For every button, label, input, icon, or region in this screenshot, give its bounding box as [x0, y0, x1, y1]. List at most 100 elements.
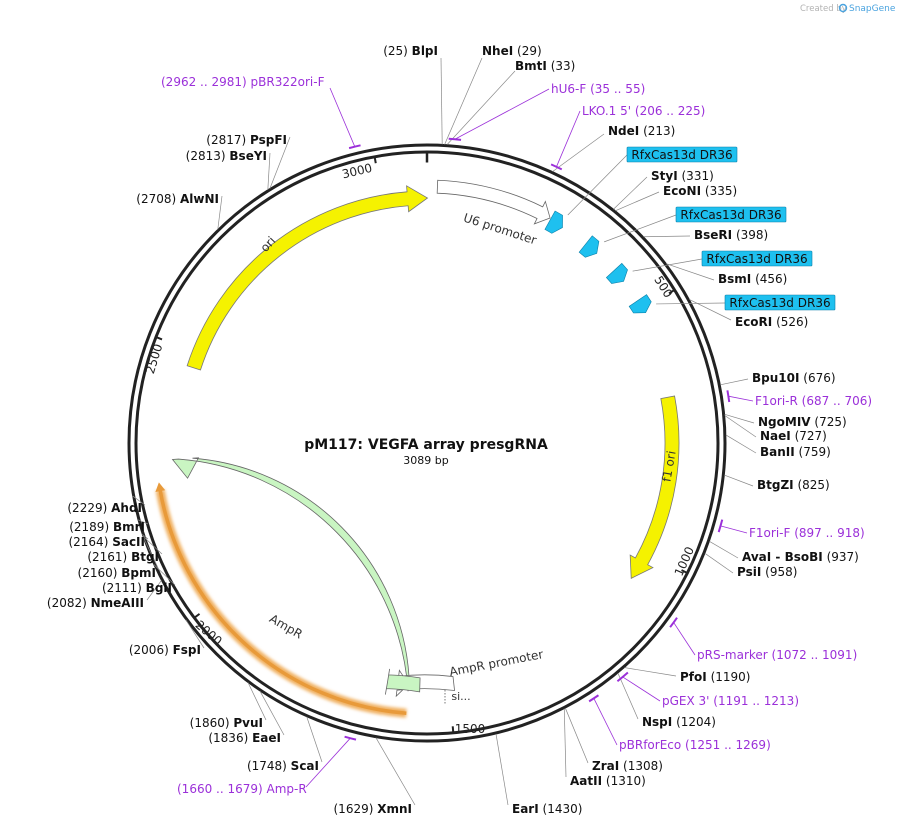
- restriction-site-label[interactable]: (2164) SacII: [68, 535, 145, 549]
- primer-range: (1660 .. 1679): [177, 782, 263, 796]
- primer-range: (1191 .. 1213): [713, 694, 799, 708]
- primer-label[interactable]: (2962 .. 2981) pBR322ori-F: [161, 75, 325, 89]
- primer-label[interactable]: F1ori-R (687 .. 706): [755, 394, 872, 408]
- restriction-site-label[interactable]: EcoRI (526): [735, 315, 808, 329]
- restriction-site-label[interactable]: (1836) EaeI: [208, 731, 281, 745]
- site-leader-line: [725, 434, 757, 454]
- restriction-site-label[interactable]: (2817) PspFI: [206, 133, 287, 147]
- site-leader-line: [666, 263, 715, 281]
- restriction-site-label[interactable]: PfoI (1190): [680, 670, 750, 684]
- site-position: (2708): [136, 192, 176, 206]
- restriction-site-label[interactable]: (2161) BtgI: [87, 550, 159, 564]
- u6-promoter-feature-arrow[interactable]: [436, 179, 551, 225]
- direct-repeat-label[interactable]: RfxCas13d DR36: [701, 250, 813, 267]
- restriction-site-label[interactable]: AatII (1310): [570, 774, 646, 788]
- signal-peptide-feature-box[interactable]: [384, 668, 421, 695]
- tick-mark: [681, 569, 689, 575]
- primer-label[interactable]: hU6-F (35 .. 55): [551, 82, 645, 96]
- site-leader-line: [267, 152, 271, 190]
- site-leader-line: [132, 495, 146, 506]
- restriction-site-label[interactable]: NgoMIV (725): [758, 415, 847, 429]
- restriction-site-label[interactable]: PsiI (958): [737, 565, 797, 579]
- primer-label[interactable]: pBRforEco (1251 .. 1269): [619, 738, 771, 752]
- restriction-site-label[interactable]: BsmI (456): [718, 272, 787, 286]
- site-enzyme-name: StyI: [651, 169, 678, 183]
- restriction-site-label[interactable]: AvaI - BsoBI (937): [742, 550, 859, 564]
- credit-brand: SnapGene: [849, 4, 896, 14]
- primer-label[interactable]: pRS-marker (1072 .. 1091): [697, 648, 857, 662]
- restriction-site-label[interactable]: (2082) NmeAIII: [47, 596, 144, 610]
- site-position: (1836): [208, 731, 248, 745]
- restriction-site-label[interactable]: NspI (1204): [642, 715, 716, 729]
- restriction-site-label[interactable]: EcoNI (335): [663, 184, 737, 198]
- primer-label[interactable]: (1660 .. 1679) Amp-R: [177, 782, 307, 796]
- restriction-site-label[interactable]: (1629) XmnI: [334, 802, 413, 816]
- f1-ori-feature-arrow[interactable]: [629, 395, 680, 579]
- site-position: (2111): [102, 581, 142, 595]
- site-leader-line: [495, 733, 509, 806]
- site-leader-line: [615, 191, 660, 212]
- ori-feature-arrow[interactable]: [186, 185, 429, 371]
- direct-repeat-leader-line: [567, 154, 628, 216]
- site-position: (676): [803, 371, 835, 385]
- restriction-site-label[interactable]: EarI (1430): [512, 802, 582, 816]
- site-enzyme-name: EcoRI: [735, 315, 772, 329]
- primer-label[interactable]: LKO.1 5' (206 .. 225): [582, 104, 705, 118]
- site-leader-line: [624, 667, 677, 677]
- restriction-site-label[interactable]: (2229) AhdI: [67, 501, 142, 515]
- site-enzyme-name: Bpu10I: [752, 371, 799, 385]
- signal-peptide-label: si...: [451, 690, 470, 703]
- restriction-site-label[interactable]: NheI (29): [482, 44, 542, 58]
- restriction-site-label[interactable]: (2160) BpmI: [78, 566, 156, 580]
- site-leader-line: [440, 57, 443, 145]
- primer-label[interactable]: F1ori-F (897 .. 918): [749, 526, 865, 540]
- site-enzyme-name: ScaI: [291, 759, 319, 773]
- restriction-site-label[interactable]: ZraI (1308): [592, 759, 663, 773]
- direct-repeat-label-text: RfxCas13d DR36: [680, 208, 781, 222]
- primer-name: F1ori-R: [755, 394, 798, 408]
- site-enzyme-name: AatII: [570, 774, 602, 788]
- primer-leader-line: [728, 395, 754, 402]
- primer-leader-line: [673, 622, 696, 656]
- direct-repeat-arrow-1: [544, 210, 563, 234]
- restriction-site-label[interactable]: (1748) ScaI: [247, 759, 319, 773]
- site-leader-line: [613, 176, 648, 210]
- tick-mark: [451, 726, 455, 734]
- direct-repeat-label[interactable]: RfxCas13d DR36: [675, 206, 787, 223]
- tick-mark: [193, 613, 201, 619]
- restriction-site-label[interactable]: BmtI (33): [515, 59, 575, 73]
- ampr-feature-arrow[interactable]: [171, 457, 410, 692]
- restriction-site-label[interactable]: (2006) FspI: [129, 643, 201, 657]
- site-leader-line: [153, 564, 176, 586]
- snapgene-credit: Created by SnapGene: [800, 3, 896, 14]
- primer-name: pBR322ori-F: [251, 75, 325, 89]
- restriction-site-label[interactable]: BseRI (398): [694, 228, 768, 242]
- restriction-site-label[interactable]: NdeI (213): [608, 124, 675, 138]
- restriction-site-label[interactable]: BanII (759): [760, 445, 831, 459]
- site-position: (331): [682, 169, 714, 183]
- site-position: (958): [765, 565, 797, 579]
- restriction-site-label[interactable]: (1860) PvuI: [190, 716, 263, 730]
- site-position: (727): [795, 429, 827, 443]
- direct-repeat-label[interactable]: RfxCas13d DR36: [724, 294, 836, 311]
- direct-repeat-leader-line: [656, 302, 726, 305]
- restriction-site-label[interactable]: (25) BlpI: [383, 44, 438, 58]
- restriction-site-label[interactable]: BtgZI (825): [757, 478, 830, 492]
- site-enzyme-name: PvuI: [233, 716, 263, 730]
- restriction-site-label[interactable]: (2189) BmrI: [69, 520, 145, 534]
- site-enzyme-name: NdeI: [608, 124, 639, 138]
- restriction-site-label[interactable]: (2813) BseYI: [186, 149, 267, 163]
- snapgene-logo-icon: [838, 3, 848, 13]
- site-enzyme-name: BseYI: [229, 149, 267, 163]
- restriction-site-label[interactable]: Bpu10I (676): [752, 371, 836, 385]
- site-position: (1310): [606, 774, 646, 788]
- primer-label[interactable]: pGEX 3' (1191 .. 1213): [662, 694, 799, 708]
- restriction-site-label[interactable]: NaeI (727): [760, 429, 827, 443]
- site-position: (2006): [129, 643, 169, 657]
- site-enzyme-name: NheI: [482, 44, 513, 58]
- restriction-site-label[interactable]: StyI (331): [651, 169, 714, 183]
- restriction-site-label[interactable]: (2111) BglI: [102, 581, 172, 595]
- site-leader-line: [709, 541, 739, 559]
- restriction-site-label[interactable]: (2708) AlwNI: [136, 192, 219, 206]
- direct-repeat-label[interactable]: RfxCas13d DR36: [626, 146, 738, 163]
